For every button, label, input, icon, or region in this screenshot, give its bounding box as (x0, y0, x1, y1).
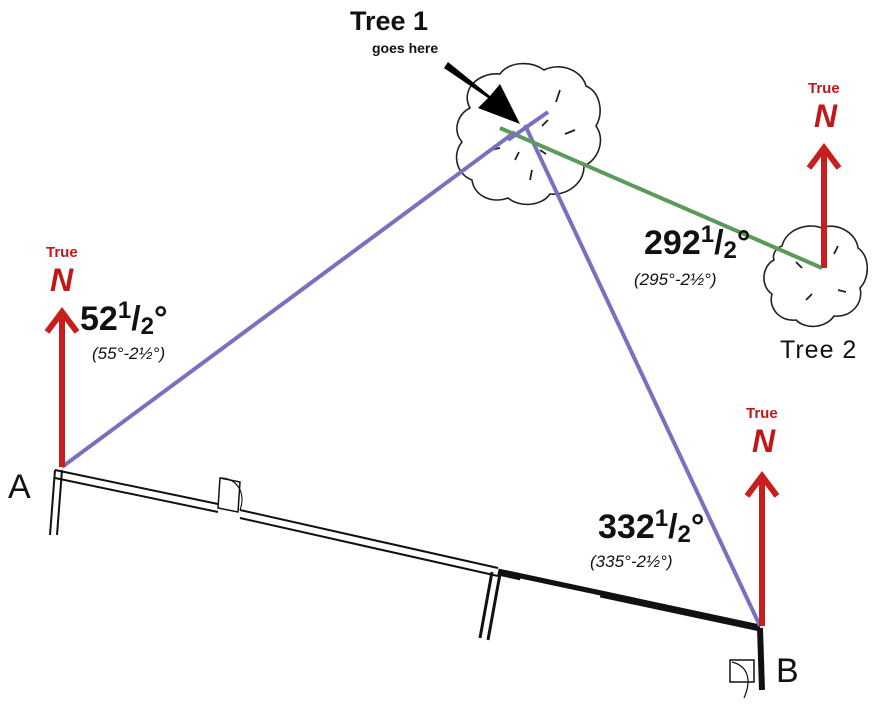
bearing-b-deg: ° (690, 508, 705, 546)
tree-2-label: Tree 2 (780, 336, 858, 364)
point-b-label: B (776, 652, 799, 690)
sight-lines (60, 110, 823, 627)
bearing-tree2-detail: (295°-2½°) (634, 270, 717, 289)
bearing-a-num: 1 (117, 297, 132, 324)
bearing-tree2-whole: 292 (644, 224, 701, 262)
line-a-to-tree1 (60, 130, 517, 469)
n-label-b: N (752, 423, 776, 459)
bearing-b-whole: 332 (598, 508, 655, 546)
point-a-label: A (8, 468, 31, 506)
line-tree1-tick (506, 110, 550, 142)
true-label-b: True (746, 405, 778, 422)
bearing-tree2-deg: ° (736, 224, 751, 262)
bearing-a-whole: 52 (80, 300, 118, 338)
tree-1-title: Tree 1 (350, 6, 429, 36)
bearing-tree2: 2921/2° (644, 221, 751, 264)
line-b-to-tree1 (523, 124, 762, 627)
north-arrow-b (744, 471, 780, 626)
bearing-tree2-num: 1 (700, 221, 715, 248)
true-label-tree2: True (808, 80, 840, 97)
bearing-a-den: 2 (140, 313, 154, 340)
bearing-b-den: 2 (677, 521, 691, 548)
n-label-a: N (50, 262, 74, 298)
floor-plan (49, 469, 765, 699)
n-label-tree2: N (814, 98, 838, 134)
bearing-tree2-den: 2 (723, 237, 737, 264)
north-arrow-a (44, 307, 80, 467)
line-tree1-to-tree2 (499, 126, 823, 270)
bearing-b-detail: (335°-2½°) (590, 552, 673, 571)
tree-1-pointer-icon (444, 62, 520, 124)
bearing-b: 3321/2° (598, 505, 705, 548)
tree-2-canopy (763, 225, 869, 328)
north-arrow-tree2 (806, 143, 842, 268)
bearing-a: 521/2° (80, 297, 168, 340)
true-label-a: True (46, 244, 78, 261)
bearing-a-deg: ° (154, 300, 168, 338)
tree-1-subtitle: goes here (372, 40, 439, 56)
bearing-a-detail: (55°-2½°) (92, 344, 166, 363)
bearing-b-num: 1 (654, 505, 669, 532)
